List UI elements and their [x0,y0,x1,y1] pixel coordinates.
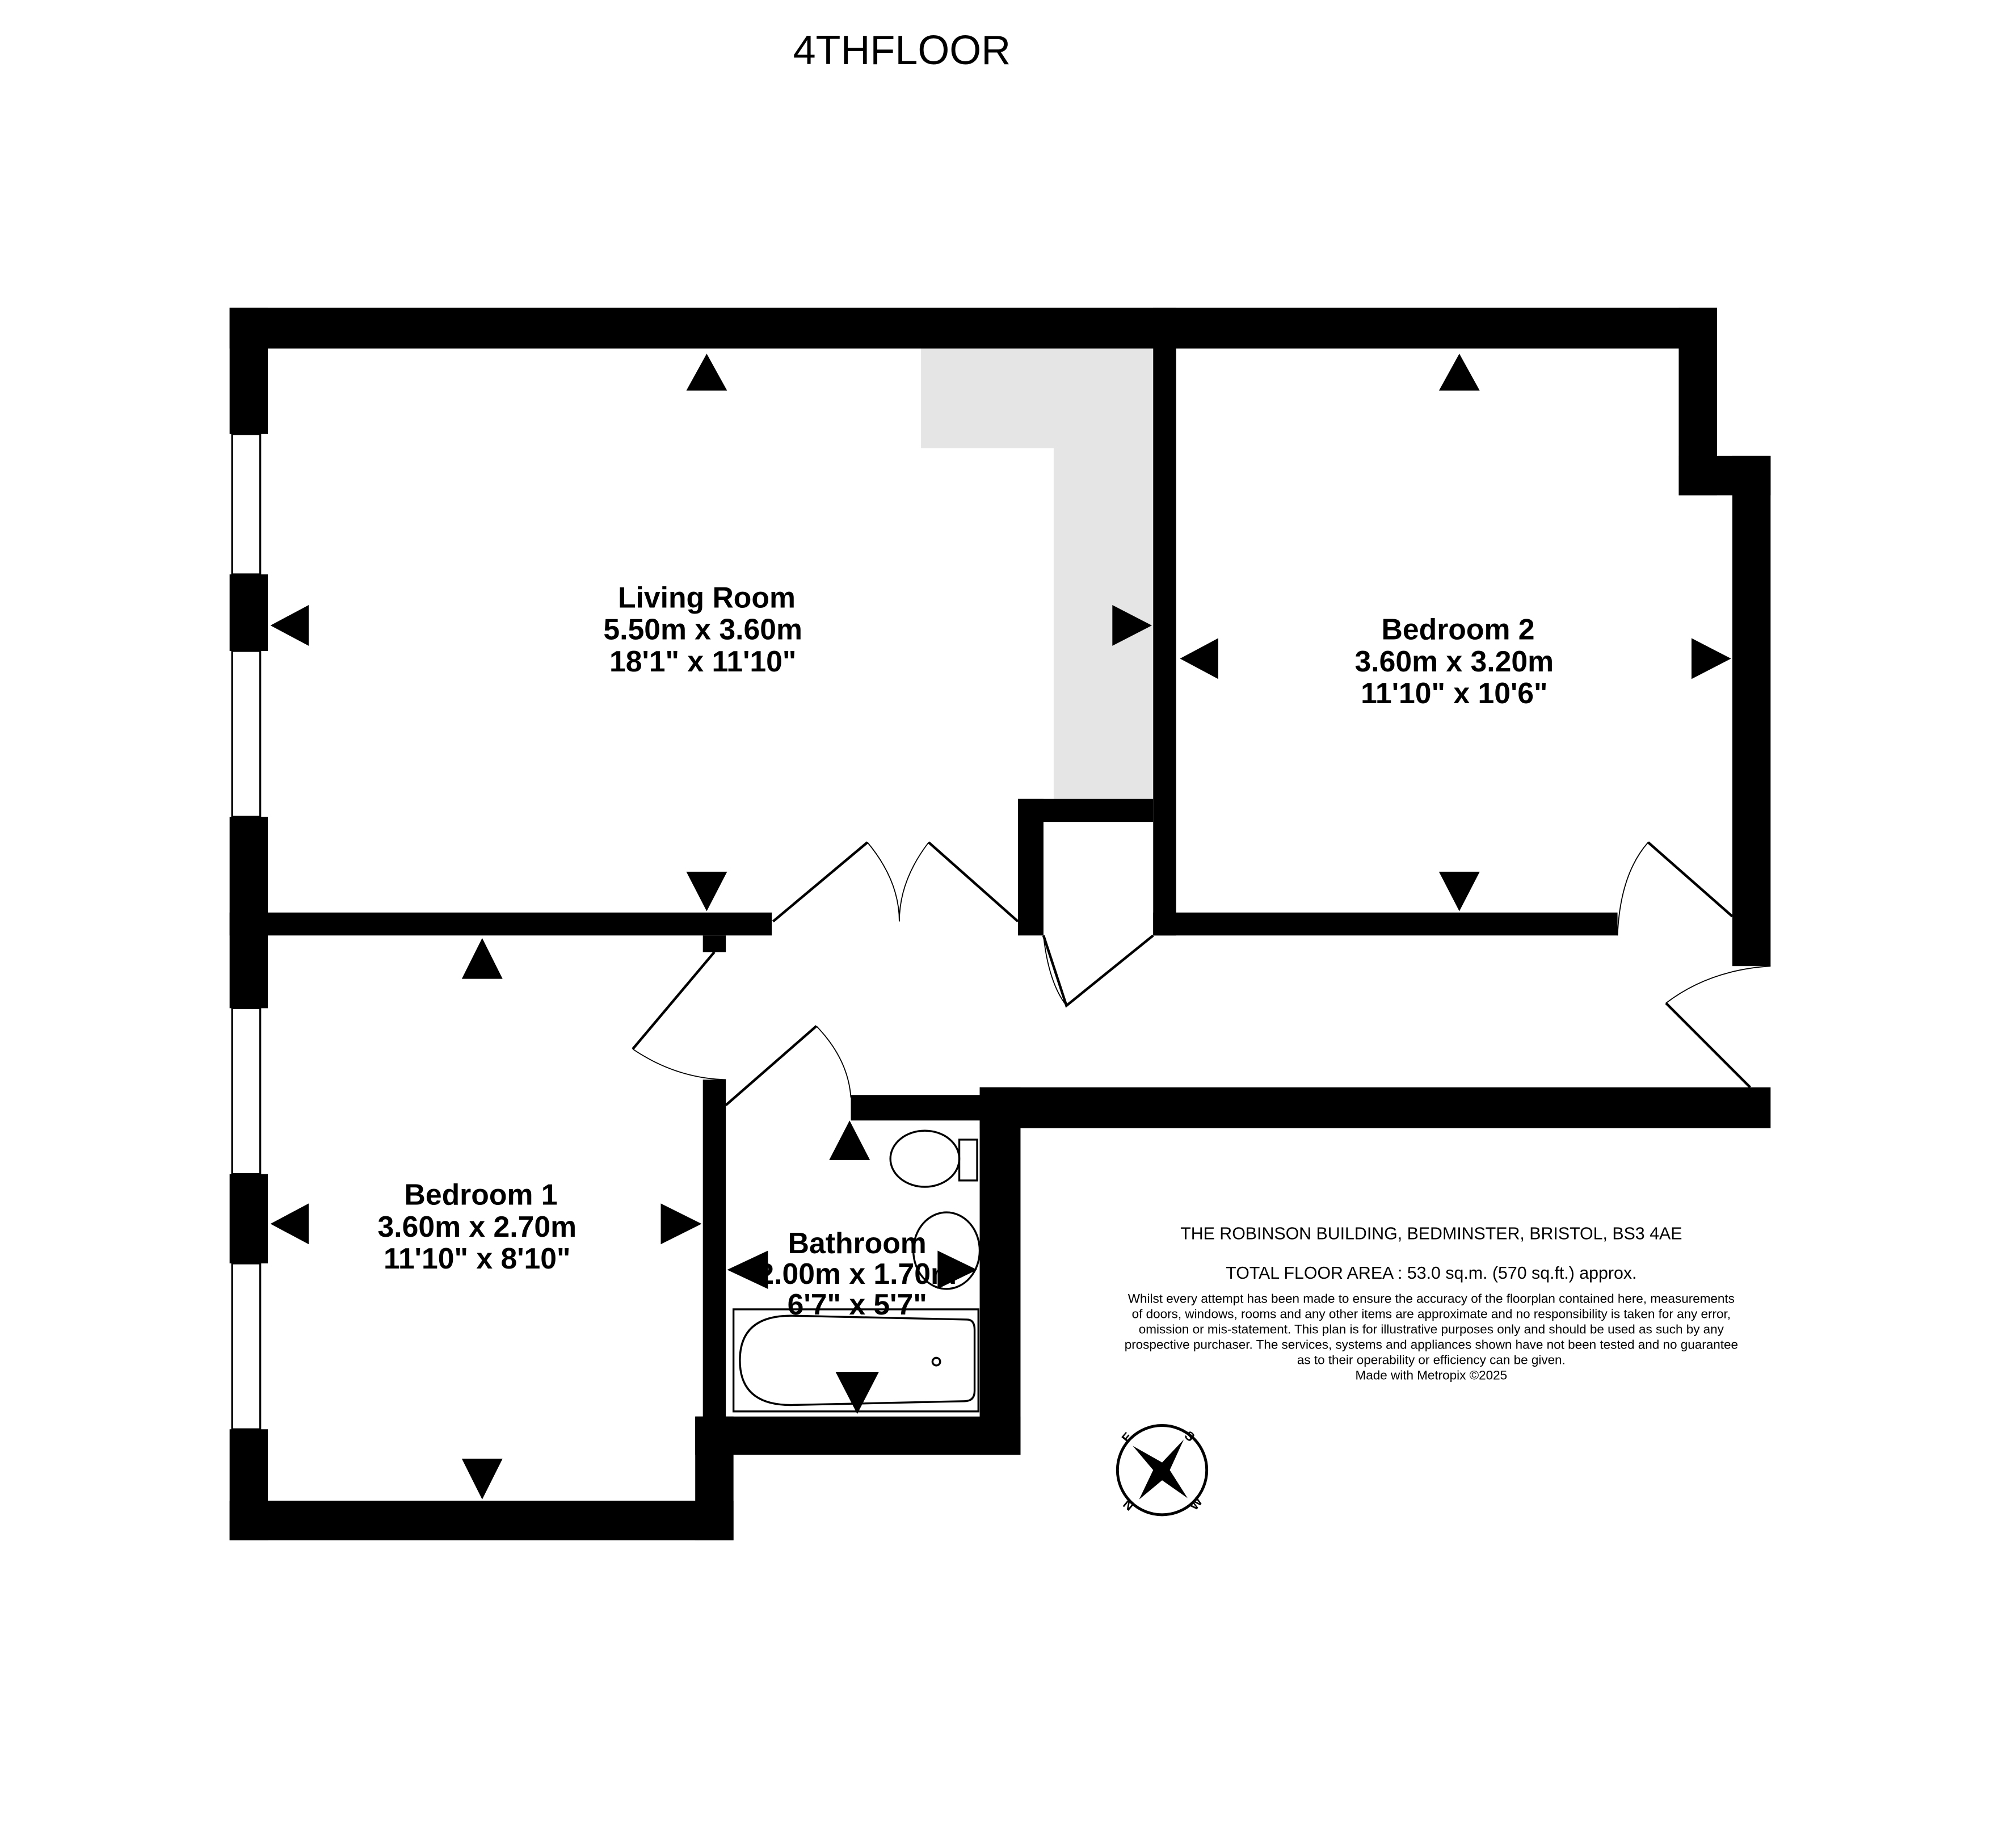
room-imperial: 11'10" x 8'10" [384,1242,570,1275]
toilet [889,1129,961,1188]
room-bedroom-2: Bedroom 2 3.60m x 3.20m 11'10" x 10'6" [1355,613,1554,709]
disclaimer-line: prospective purchaser. The services, sys… [1125,1338,1738,1352]
room-name: Bedroom 1 [405,1178,558,1211]
compass-icon: N E S W [1116,1424,1209,1517]
floor-title: 4THFLOOR [793,28,1011,73]
shaded-area [921,348,1154,799]
room-metric: 3.60m x 2.70m [377,1210,577,1243]
room-bedroom-1: Bedroom 1 3.60m x 2.70m 11'10" x 8'10" [377,1178,577,1275]
room-metric: 3.60m x 3.20m [1355,645,1554,678]
disclaimer-line: Whilst every attempt has been made to en… [1128,1292,1735,1306]
svg-text:W: W [1187,1494,1205,1513]
svg-text:N: N [1120,1497,1137,1514]
room-imperial: 18'1" x 11'10" [609,645,796,678]
disclaimer-line: as to their operability or efficiency ca… [1297,1353,1566,1367]
windows [231,433,262,1430]
info-block: THE ROBINSON BUILDING, BEDMINSTER, BRIST… [1125,1224,1738,1382]
dimension-arrows [270,354,1731,1500]
room-name: Bedroom 2 [1382,613,1535,646]
room-bathroom: Bathroom 2.00m x 1.70m 6'7" x 5'7" [758,1227,957,1321]
room-metric: 2.00m x 1.70m [758,1257,957,1290]
room-living: Living Room 5.50m x 3.60m 18'1" x 11'10" [603,581,802,677]
doors [632,841,1771,1106]
room-name: Living Room [618,581,796,614]
walls [229,308,1771,1540]
room-metric: 5.50m x 3.60m [603,613,802,646]
basin [912,1211,981,1290]
credit: Made with Metropix ©2025 [1356,1368,1508,1383]
room-imperial: 6'7" x 5'7" [788,1288,927,1321]
address: THE ROBINSON BUILDING, BEDMINSTER, BRIST… [1180,1224,1682,1243]
disclaimer-line: omission or mis-statement. This plan is … [1139,1322,1724,1337]
svg-text:E: E [1119,1430,1135,1446]
total-floor-area: TOTAL FLOOR AREA : 53.0 sq.m. (570 sq.ft… [1226,1264,1636,1283]
disclaimer-line: of doors, windows, rooms and any other i… [1132,1307,1731,1321]
room-imperial: 11'10" x 10'6" [1361,677,1547,709]
room-name: Bathroom [788,1227,927,1259]
